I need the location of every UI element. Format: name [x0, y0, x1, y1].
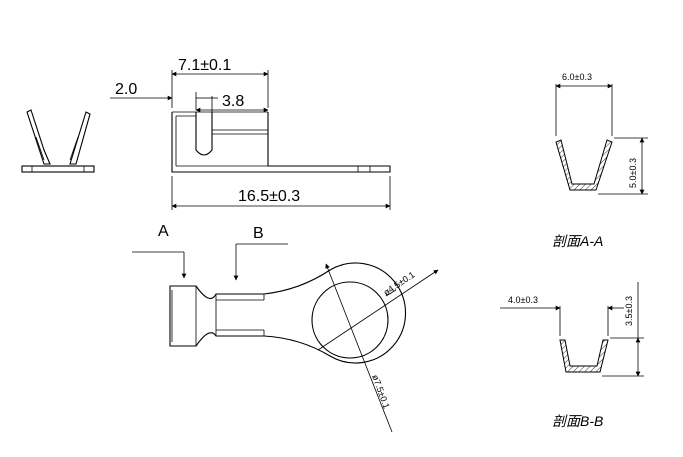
dim-3-8: 3.8 [195, 93, 269, 128]
top-view [169, 262, 407, 364]
dim-label-width-top: 7.1±0.1 [178, 57, 231, 74]
dim-label-slot-width: 3.8 [222, 93, 244, 110]
section-marker-a: A [132, 223, 187, 279]
end-view [21, 109, 95, 173]
section-title-b: 剖面B-B [552, 413, 603, 429]
section-b-b: 4.0±0.3 3.5±0.3 剖面B-B [500, 282, 644, 429]
dim-label-section-a-width: 6.0±0.3 [562, 72, 592, 82]
dim-7-1: 7.1±0.1 [171, 57, 269, 108]
side-view [171, 111, 391, 173]
section-marker-b: B [233, 225, 288, 281]
dim-label-section-b-width: 4.0±0.3 [508, 295, 538, 305]
section-title-a: 剖面A-A [552, 233, 603, 249]
section-a-a: 6.0±0.3 5.0±0.3 剖面A-A [552, 72, 648, 249]
dim-label-section-b-height: 3.5±0.3 [624, 296, 634, 326]
dim-label-ring-diameter: ø7.5±0.1 [370, 373, 392, 410]
dim-label-overall-length: 16.5±0.3 [238, 188, 300, 205]
section-marker-b-label: B [253, 225, 264, 242]
dim-label-slot-offset: 2.0 [115, 81, 137, 98]
dim-16-5: 16.5±0.3 [171, 176, 391, 210]
dim-2-0: 2.0 [110, 81, 218, 110]
section-marker-a-label: A [158, 223, 169, 240]
dim-hole: ø4.5±0.1 [317, 270, 439, 351]
dim-label-section-a-height: 5.0±0.3 [628, 158, 638, 188]
